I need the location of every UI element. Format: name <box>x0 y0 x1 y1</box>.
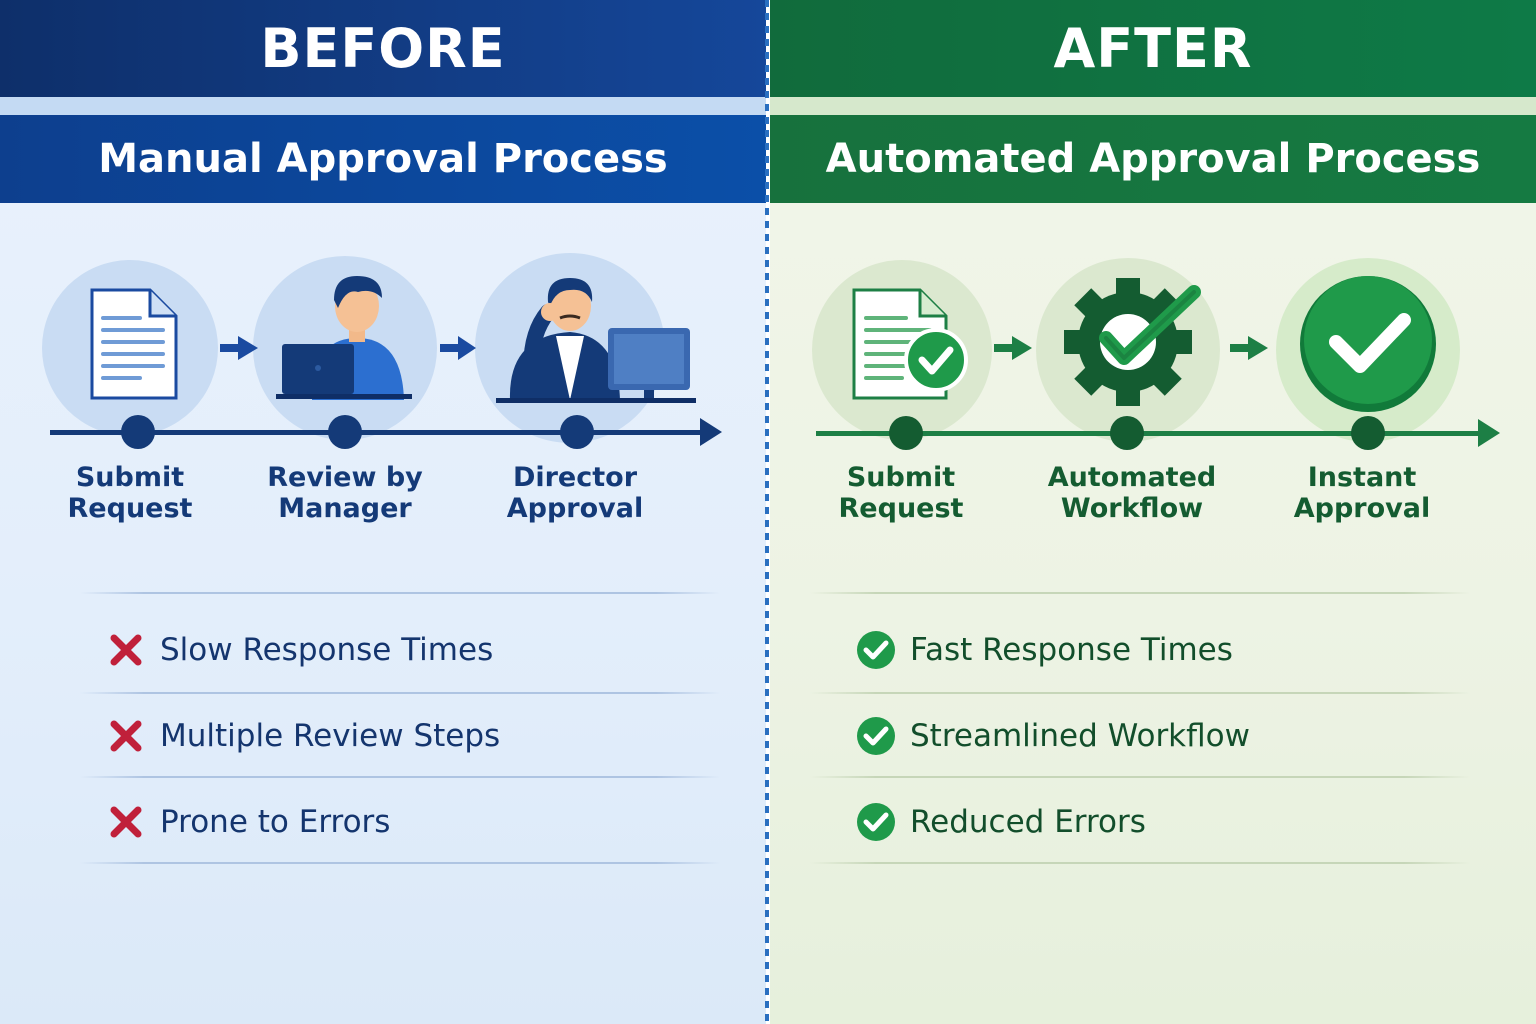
before-timeline <box>50 415 722 449</box>
list-item: Streamlined Workflow <box>856 716 1250 756</box>
before-title-band: Manual Approval Process <box>0 115 766 203</box>
after-header: AFTER <box>770 0 1536 97</box>
item-text: Fast Response Times <box>910 632 1233 668</box>
timeline-node <box>889 416 923 450</box>
after-timeline <box>816 416 1500 450</box>
divider-line <box>810 592 1470 594</box>
step-label: Submit Request <box>67 462 193 524</box>
step-label: Director Approval <box>506 462 644 524</box>
after-panel: AFTER Automated Approval Process <box>770 0 1536 1024</box>
step-label: Review by Manager <box>267 462 423 524</box>
divider-line <box>80 862 720 864</box>
timeline-node <box>560 415 594 449</box>
x-icon <box>106 716 146 756</box>
manager-at-laptop-icon <box>276 276 412 400</box>
document-icon <box>90 288 178 400</box>
list-item: Slow Response Times <box>106 630 493 670</box>
divider-line <box>810 862 1470 864</box>
check-icon <box>856 802 896 842</box>
item-text: Reduced Errors <box>910 804 1146 840</box>
center-divider <box>765 0 769 1024</box>
x-icon <box>106 802 146 842</box>
before-flow: Submit Request Review by Manager Directo… <box>0 240 766 540</box>
before-header-strip <box>0 97 766 115</box>
before-flow-graphic <box>42 253 722 449</box>
list-item: Multiple Review Steps <box>106 716 500 756</box>
x-icon <box>106 630 146 670</box>
item-text: Streamlined Workflow <box>910 718 1250 754</box>
gear-check-icon <box>1064 278 1201 406</box>
divider-line <box>80 592 720 594</box>
arrow-icon <box>220 336 258 360</box>
document-check-icon <box>852 288 968 400</box>
divider-line <box>80 776 720 778</box>
after-title: Automated Approval Process <box>825 136 1481 182</box>
check-icon <box>856 716 896 756</box>
after-flow-graphic <box>812 258 1500 450</box>
step-label: Instant Approval <box>1293 462 1431 524</box>
check-icon <box>856 630 896 670</box>
item-text: Prone to Errors <box>160 804 391 840</box>
after-heading: AFTER <box>1053 17 1253 80</box>
before-title: Manual Approval Process <box>98 136 668 182</box>
after-title-band: Automated Approval Process <box>770 115 1536 203</box>
list-item: Reduced Errors <box>856 802 1146 842</box>
divider-line <box>810 776 1470 778</box>
step-label: Submit Request <box>838 462 964 524</box>
arrow-icon <box>994 336 1032 360</box>
divider-line <box>80 692 720 694</box>
list-item: Fast Response Times <box>856 630 1233 670</box>
arrow-icon <box>440 336 476 360</box>
director-at-computer-icon <box>496 278 696 403</box>
timeline-node <box>1110 416 1144 450</box>
timeline-node <box>328 415 362 449</box>
check-circle-icon <box>1300 276 1436 412</box>
divider-line <box>810 692 1470 694</box>
item-text: Multiple Review Steps <box>160 718 501 754</box>
before-header: BEFORE <box>0 0 766 97</box>
before-panel: BEFORE Manual Approval Process <box>0 0 766 1024</box>
after-header-strip <box>770 97 1536 115</box>
arrow-icon <box>1230 336 1268 360</box>
timeline-node <box>1351 416 1385 450</box>
before-heading: BEFORE <box>260 17 506 80</box>
after-flow: Submit Request Automated Workflow Instan… <box>770 240 1536 540</box>
step-label: Automated Workflow <box>1047 462 1217 524</box>
list-item: Prone to Errors <box>106 802 390 842</box>
item-text: Slow Response Times <box>160 632 494 668</box>
timeline-node <box>121 415 155 449</box>
